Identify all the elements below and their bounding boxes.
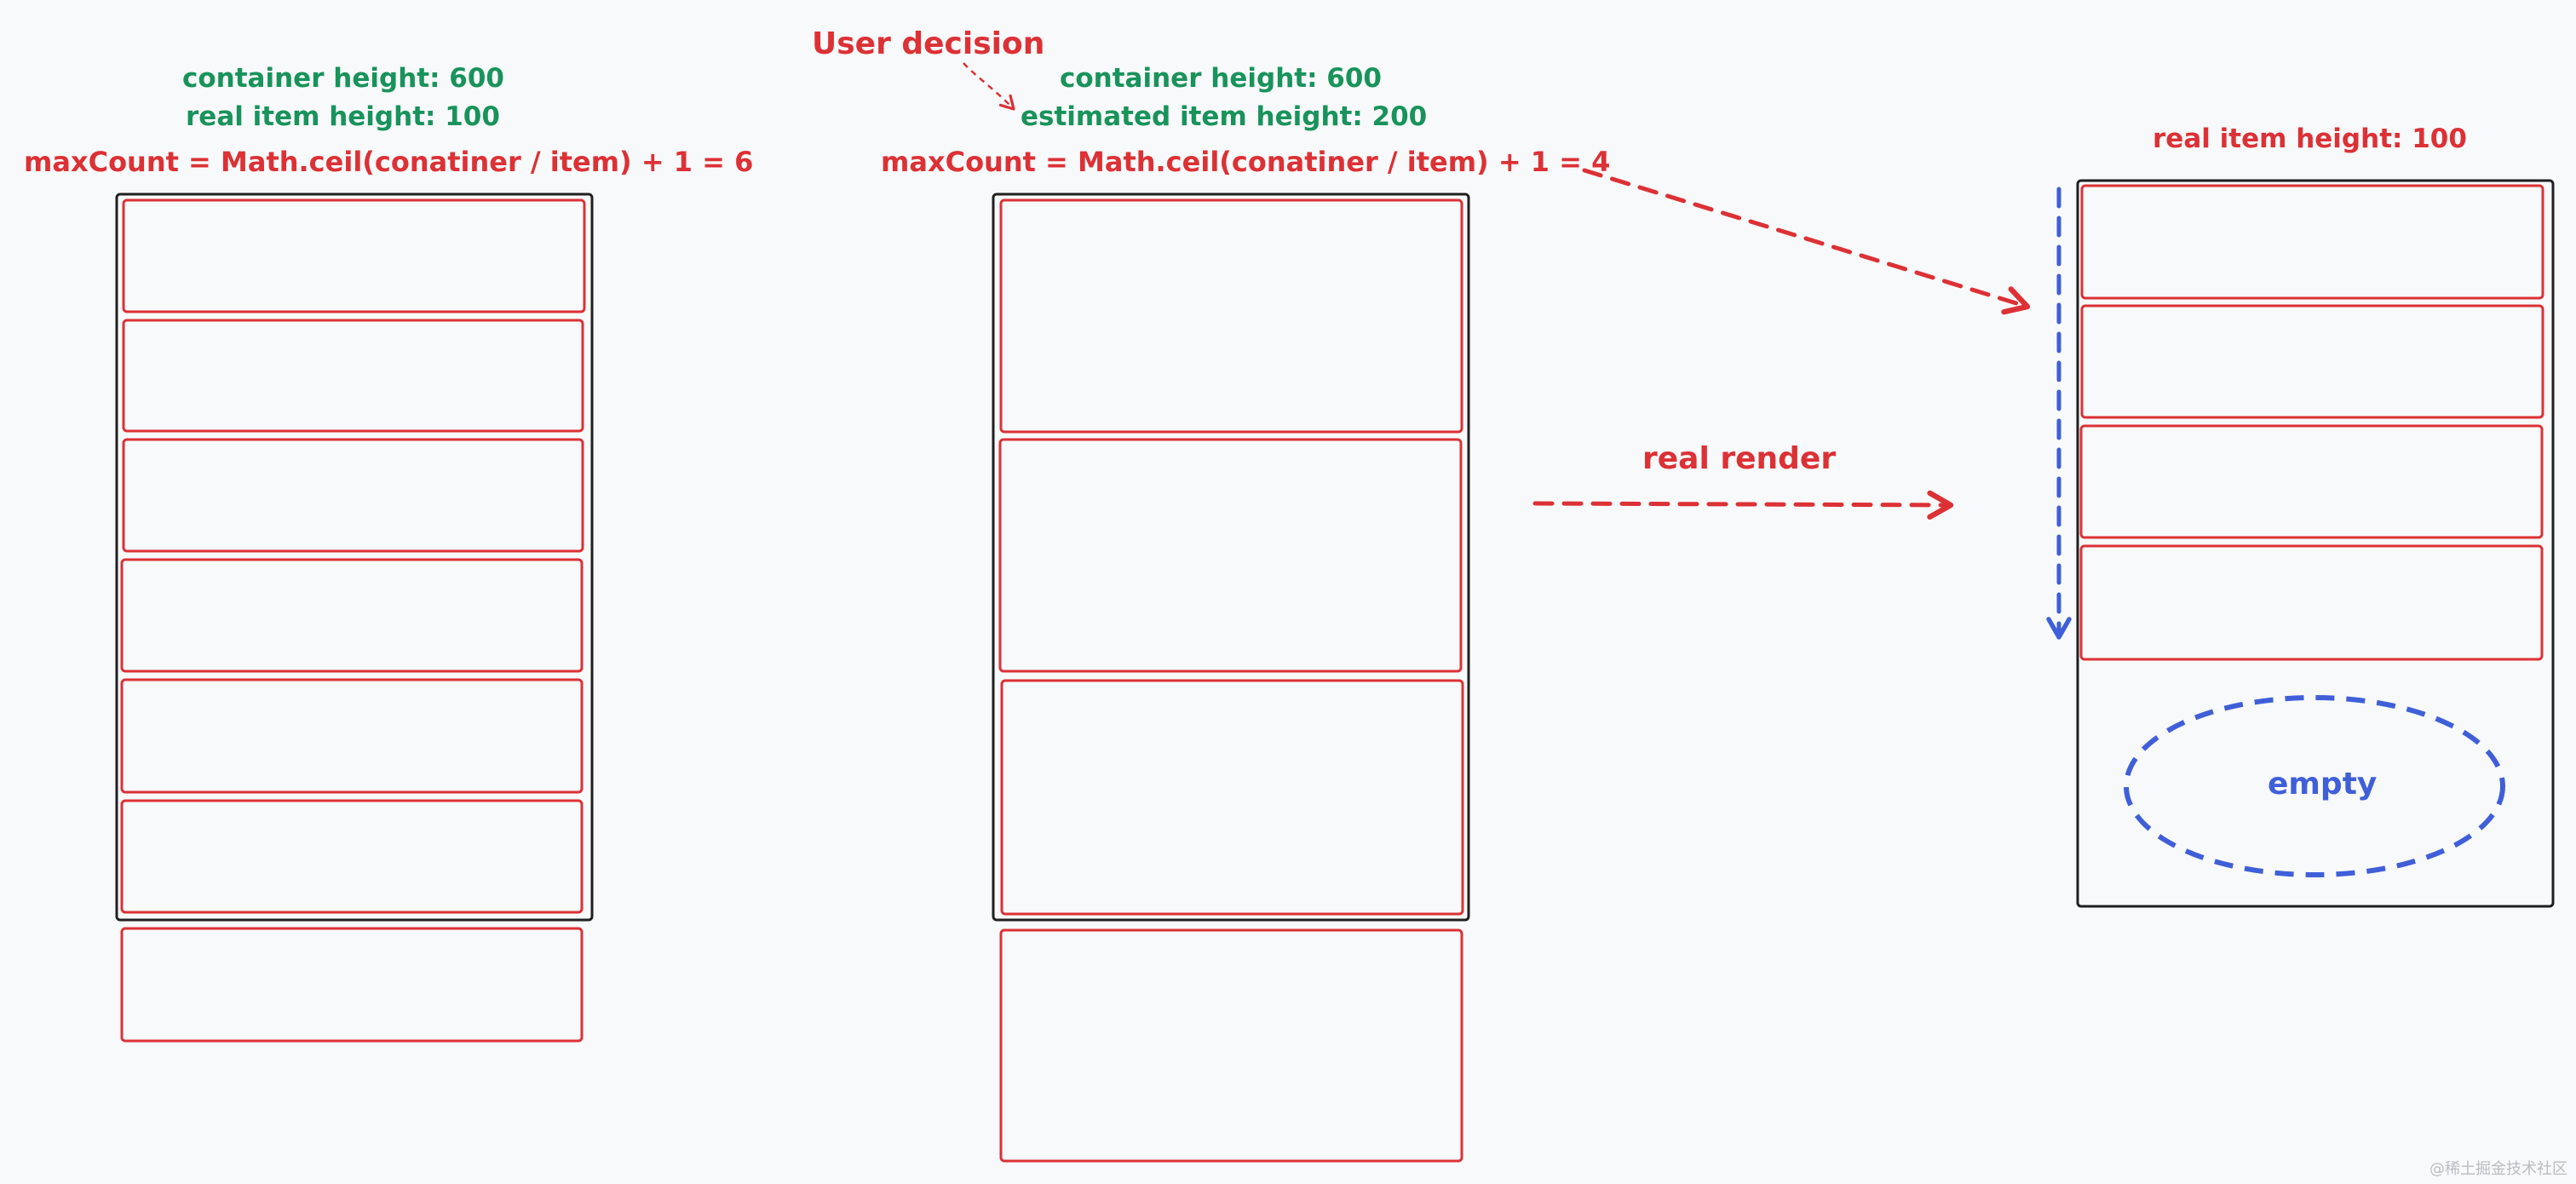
user-decision-arrow [963, 62, 1015, 111]
left-item-4 [120, 558, 584, 673]
right-item-height-label: real item height: 100 [2153, 124, 2467, 154]
middle-item-4-overflow [999, 928, 1463, 1163]
left-item-2 [122, 319, 584, 433]
right-item-1 [2080, 184, 2544, 300]
middle-item-1 [999, 198, 1463, 434]
middle-item-3 [1000, 679, 1464, 916]
middle-formula: maxCount = Math.ceil(conatiner / item) +… [881, 146, 1611, 178]
middle-container-height-label: container height: 600 [1060, 63, 1382, 94]
right-container [2076, 179, 2555, 908]
left-item-1 [122, 198, 586, 313]
left-item-7-overflow [120, 927, 584, 1043]
empty-space-ellipse [2124, 695, 2505, 877]
left-container [115, 193, 594, 922]
watermark: @稀土掘金技术社区 [2429, 1160, 2567, 1178]
real-render-label: real render [1642, 441, 1837, 476]
real-render-arrow [1532, 490, 1954, 520]
left-item-3 [122, 438, 584, 553]
middle-item-2 [998, 438, 1463, 673]
middle-container [992, 193, 1470, 922]
right-panel [2046, 179, 2555, 908]
right-item-2 [2080, 304, 2544, 419]
middle-panel [963, 62, 1470, 1163]
user-decision-label: User decision [812, 26, 1045, 61]
right-item-4 [2079, 544, 2544, 661]
right-item-3 [2079, 424, 2544, 539]
left-formula: maxCount = Math.ceil(conatiner / item) +… [24, 146, 754, 178]
left-container-height-label: container height: 600 [182, 63, 504, 94]
left-panel [115, 193, 594, 1043]
formula-to-render-arrow [1582, 168, 2031, 315]
left-item-height-label: real item height: 100 [186, 101, 500, 132]
left-item-6 [120, 799, 584, 914]
empty-label: empty [2268, 767, 2378, 802]
middle-item-height-label: estimated item height: 200 [1021, 101, 1428, 132]
left-item-5 [120, 678, 584, 794]
